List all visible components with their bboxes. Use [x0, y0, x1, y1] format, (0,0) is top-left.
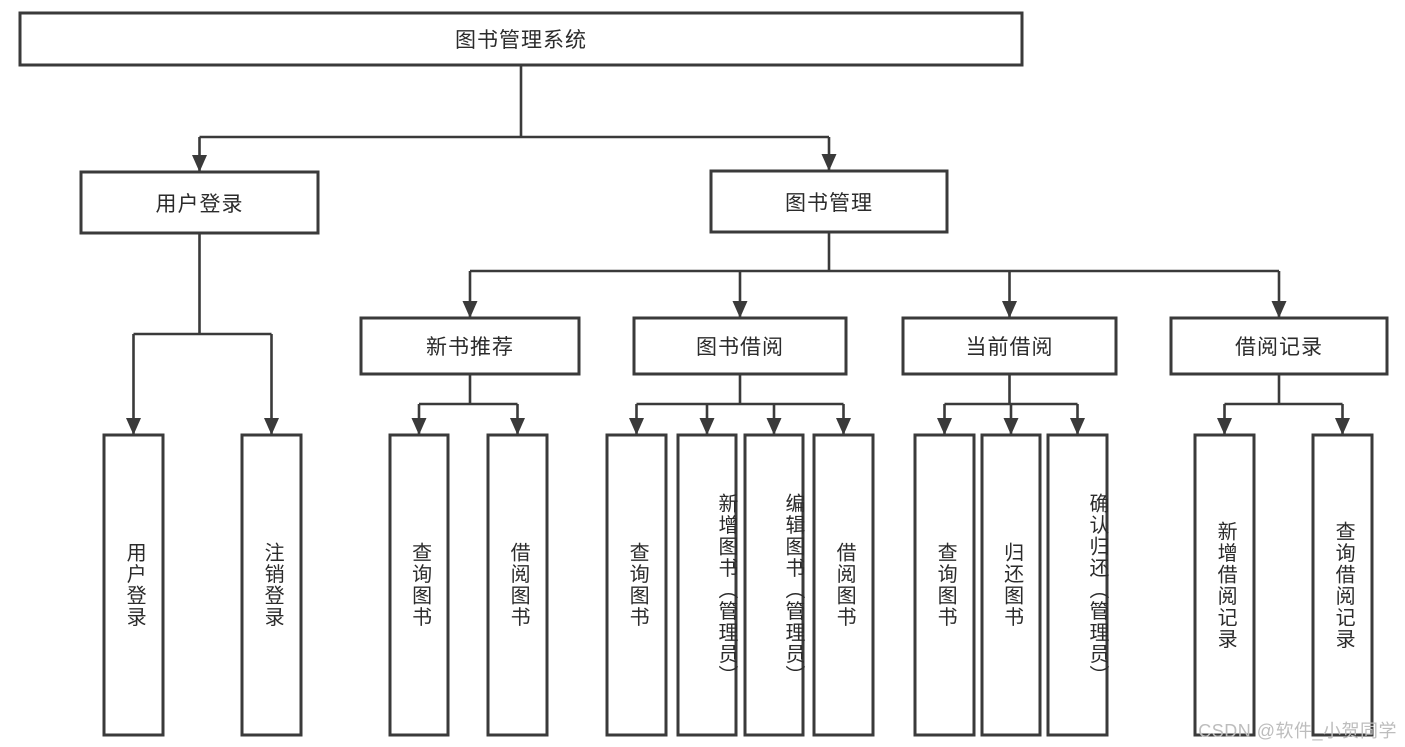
connectors-layer	[126, 65, 1350, 435]
arrow-head-icon-leaf-query-borrow-record	[1335, 418, 1350, 435]
arrow-head-icon-book-borrow	[732, 301, 748, 318]
arrow-head-icon-leaf-query-book-3	[937, 418, 952, 435]
node-box-leaf-query-borrow-record[interactable]	[1311, 433, 1374, 737]
node-box-leaf-user-login[interactable]	[102, 433, 165, 737]
arrow-head-icon-new-book-recommend	[462, 301, 478, 318]
arrow-head-icon-borrow-record	[1271, 301, 1287, 318]
node-box-user-login[interactable]	[79, 170, 320, 235]
node-box-leaf-borrow-book-2[interactable]	[812, 433, 875, 737]
arrow-head-icon-leaf-borrow-book-2	[836, 418, 851, 435]
arrow-head-icon-leaf-logout-login	[264, 418, 279, 435]
arrow-head-icon-leaf-edit-book	[766, 418, 782, 435]
arrow-head-icon-leaf-query-book-2	[629, 418, 644, 435]
arrow-head-icon-leaf-borrow-book-1	[510, 418, 525, 435]
node-box-leaf-add-book[interactable]	[676, 433, 738, 737]
node-box-leaf-confirm-return[interactable]	[1046, 433, 1109, 737]
arrow-head-icon-leaf-confirm-return	[1070, 418, 1085, 435]
arrow-head-icon-current-borrow	[1002, 301, 1017, 318]
node-box-leaf-add-borrow-record[interactable]	[1193, 433, 1256, 737]
node-box-book-manage[interactable]	[709, 169, 949, 234]
node-box-book-borrow[interactable]	[632, 316, 848, 376]
node-box-leaf-return-book[interactable]	[980, 433, 1042, 737]
arrow-head-icon-leaf-user-login	[126, 418, 141, 435]
arrow-head-icon-book-manage	[821, 154, 837, 171]
node-box-leaf-query-book-2[interactable]	[605, 433, 668, 737]
arrow-head-icon-leaf-query-book-1	[411, 418, 427, 435]
node-box-current-borrow[interactable]	[901, 316, 1118, 376]
node-box-leaf-query-book-3[interactable]	[913, 433, 976, 737]
node-box-new-book-recommend[interactable]	[359, 316, 581, 376]
node-box-borrow-record[interactable]	[1169, 316, 1389, 376]
node-box-leaf-borrow-book-1[interactable]	[486, 433, 549, 737]
nodes-layer	[18, 11, 1389, 737]
watermark-text: CSDN @软件_小贺同学	[1198, 721, 1397, 741]
node-box-leaf-logout-login[interactable]	[240, 433, 303, 737]
arrow-head-icon-leaf-add-borrow-record	[1217, 418, 1232, 435]
node-box-root[interactable]	[18, 11, 1024, 67]
node-box-leaf-query-book-1[interactable]	[388, 433, 450, 737]
node-box-leaf-edit-book[interactable]	[743, 433, 805, 737]
arrow-head-icon-user-login	[192, 155, 207, 172]
arrow-head-icon-leaf-add-book	[699, 418, 715, 435]
arrow-head-icon-leaf-return-book	[1003, 418, 1019, 435]
